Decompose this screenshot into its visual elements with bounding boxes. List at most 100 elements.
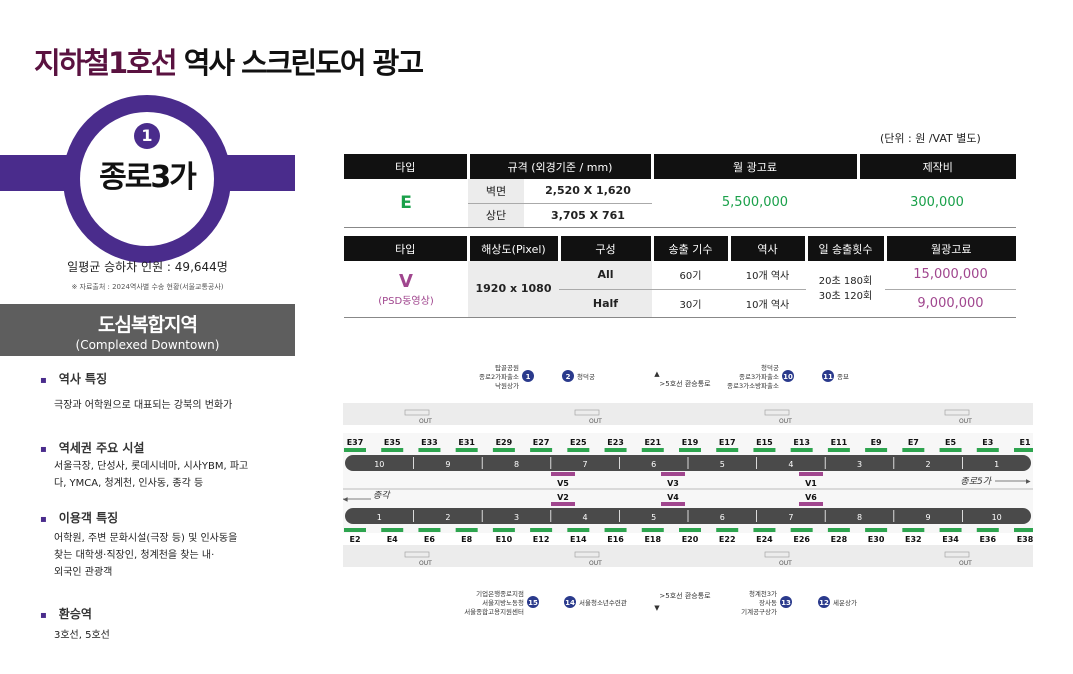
config-all: All bbox=[559, 261, 652, 290]
exit-number: 12 bbox=[819, 599, 829, 607]
door-mark-bottom bbox=[753, 528, 776, 532]
door-mark-top bbox=[604, 448, 627, 452]
door-mark-bottom bbox=[865, 528, 888, 532]
car-number-top: 10 bbox=[374, 460, 384, 469]
monthly-price: 5,500,000 bbox=[652, 179, 858, 228]
door-label-top: E15 bbox=[756, 438, 773, 447]
car-number-bottom: 6 bbox=[720, 513, 725, 522]
v-screen-top bbox=[551, 472, 575, 476]
door-label-bottom: E6 bbox=[424, 535, 435, 544]
door-mark-top bbox=[344, 448, 366, 452]
door-label-top: E5 bbox=[945, 438, 956, 447]
th-price: 월광고료 bbox=[885, 236, 1016, 261]
car-number-top: 3 bbox=[857, 460, 862, 469]
v-screen-bottom bbox=[661, 502, 685, 506]
exit-label: 장사동 bbox=[759, 598, 777, 607]
door-label-top: E37 bbox=[347, 438, 364, 447]
row-size: 2,520 X 1,620 bbox=[524, 179, 652, 204]
v-label-bottom: V6 bbox=[805, 493, 817, 502]
platform-band-bottom bbox=[343, 545, 1033, 567]
door-mark-top bbox=[1014, 448, 1033, 452]
exit-label: 서울종합고용지원센터 bbox=[464, 607, 524, 616]
exit-out-label: OUT bbox=[589, 418, 602, 425]
car-number-bottom: 10 bbox=[992, 513, 1002, 522]
section-heading-1: 역사 특징 bbox=[40, 370, 107, 387]
exit-out-label: OUT bbox=[959, 560, 972, 567]
door-mark-bottom bbox=[604, 528, 627, 532]
type-v-cell: V (PSD동영상) bbox=[344, 261, 468, 318]
door-label-bottom: E14 bbox=[570, 535, 587, 544]
door-mark-top bbox=[530, 448, 553, 452]
type-e: E bbox=[344, 179, 468, 228]
exit-number-icon bbox=[562, 370, 574, 382]
daily-30: 30초 120회 bbox=[818, 290, 873, 302]
direction-right: 종로5가 bbox=[960, 476, 992, 487]
exit-number: 13 bbox=[781, 599, 791, 607]
door-mark-bottom bbox=[716, 528, 739, 532]
door-label-bottom: E34 bbox=[942, 535, 959, 544]
door-label-bottom: E12 bbox=[533, 535, 550, 544]
exit-number-icon bbox=[818, 596, 830, 608]
section-heading-4: 환승역 bbox=[40, 605, 92, 622]
exit-out-label: OUT bbox=[959, 418, 972, 425]
zone-name: 도심복합지역 bbox=[98, 314, 198, 336]
th-production: 제작비 bbox=[858, 154, 1016, 179]
exit-label: 청덕궁 bbox=[577, 372, 595, 381]
door-label-bottom: E8 bbox=[461, 535, 472, 544]
car-number-bottom: 7 bbox=[788, 513, 793, 522]
exit-out-label: OUT bbox=[589, 560, 602, 567]
exit-out-label: OUT bbox=[779, 560, 792, 567]
exit-label: 세운상가 bbox=[833, 598, 857, 607]
door-mark-top bbox=[790, 448, 813, 452]
door-mark-bottom bbox=[418, 528, 441, 532]
exit-out-label: OUT bbox=[419, 418, 432, 425]
daily-riders: 일평균 승하차 인원 : 49,644명 bbox=[67, 260, 228, 274]
exit-label: 종로3가소방파출소 bbox=[727, 381, 779, 390]
door-mark-top bbox=[716, 448, 739, 452]
door-label-top: E13 bbox=[793, 438, 810, 447]
door-mark-bottom bbox=[827, 528, 850, 532]
station-name: 종로3가 bbox=[99, 160, 197, 195]
daily-cell: 20초 180회 30초 120회 bbox=[806, 261, 885, 318]
gate-icon bbox=[764, 409, 790, 416]
units-half: 30기 bbox=[652, 289, 729, 318]
gate-icon bbox=[574, 409, 600, 416]
door-mark-top bbox=[827, 448, 850, 452]
door-mark-bottom bbox=[902, 528, 925, 532]
line-number-badge: 1 bbox=[134, 123, 160, 149]
door-label-top: E27 bbox=[533, 438, 550, 447]
gate-icon bbox=[404, 551, 430, 558]
th-type: 타입 bbox=[344, 154, 470, 179]
door-label-top: E35 bbox=[384, 438, 401, 447]
data-source: ※ 자료출처 : 2024역사별 수송 현황(서울교통공사) bbox=[71, 283, 224, 291]
door-label-top: E1 bbox=[1019, 438, 1030, 447]
row-label: 상단 bbox=[468, 203, 524, 228]
exit-out-label: OUT bbox=[779, 418, 792, 425]
v-label-bottom: V4 bbox=[667, 493, 679, 502]
door-mark-top bbox=[753, 448, 776, 452]
door-mark-bottom bbox=[790, 528, 813, 532]
door-label-top: E11 bbox=[831, 438, 848, 447]
th-monthly: 월 광고료 bbox=[652, 154, 860, 179]
direction-left: 종각 bbox=[373, 490, 391, 501]
exit-number: 2 bbox=[566, 373, 571, 381]
door-mark-top bbox=[976, 448, 999, 452]
exit-label: 청계천3가 bbox=[749, 589, 777, 598]
gate-icon bbox=[574, 551, 600, 558]
car-number-bottom: 8 bbox=[857, 513, 862, 522]
door-label-bottom: E2 bbox=[349, 535, 360, 544]
v-screen-top bbox=[799, 472, 823, 476]
door-mark-bottom bbox=[567, 528, 590, 532]
v-screen-bottom bbox=[551, 502, 575, 506]
car-number-bottom: 1 bbox=[377, 513, 382, 522]
v-label-top: V1 bbox=[805, 479, 817, 488]
door-label-bottom: E32 bbox=[905, 535, 922, 544]
exit-label: 종묘 bbox=[837, 373, 849, 381]
door-mark-top bbox=[567, 448, 590, 452]
door-mark-top bbox=[865, 448, 888, 452]
th-size: 규격 (외경기준 / mm) bbox=[468, 154, 654, 179]
door-mark-top bbox=[939, 448, 962, 452]
th-resolution: 해상도(Pixel) bbox=[468, 236, 561, 261]
